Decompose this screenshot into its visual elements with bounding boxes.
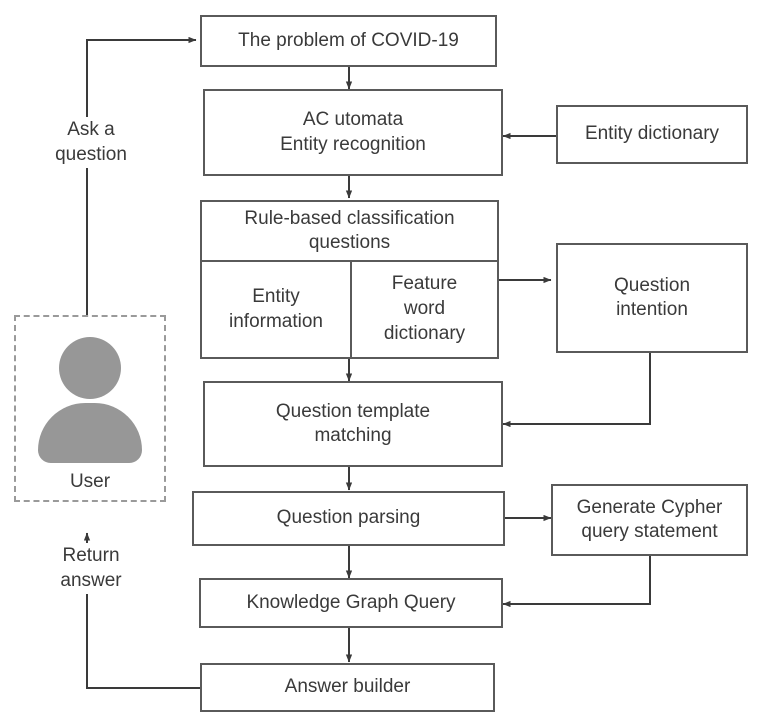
node-question-parsing[interactable]: Question parsing (192, 491, 505, 546)
edge-label-ask-a-question: Ask a question (32, 117, 150, 169)
node-entity-information[interactable]: Entity information (202, 262, 352, 357)
node-entity-information-label: Entity information (229, 285, 323, 332)
user-avatar-body-icon (38, 403, 142, 463)
node-rule-based-classification-label: Rule-based classification questions (244, 207, 455, 253)
node-question-intention[interactable]: Question intention (556, 243, 748, 353)
node-answer-builder[interactable]: Answer builder (200, 663, 495, 712)
node-rule-based-subcells: Entity information Feature word dictiona… (202, 262, 497, 357)
node-entity-dictionary-label: Entity dictionary (584, 123, 720, 145)
node-problem-of-covid19[interactable]: The problem of COVID-19 (200, 15, 497, 67)
node-question-intention-label: Question intention (613, 274, 691, 320)
wire-intention-to-template (502, 353, 651, 428)
node-question-parsing-label: Question parsing (276, 507, 421, 529)
node-question-template-matching[interactable]: Question template matching (203, 381, 503, 467)
user-avatar-icon (59, 337, 121, 399)
node-feature-word-dictionary-label: Feature word dictionary (383, 273, 466, 344)
node-answer-builder-label: Answer builder (284, 676, 411, 698)
node-rule-based-classification-header[interactable]: Rule-based classification questions (202, 202, 497, 262)
node-user[interactable]: User (14, 315, 166, 502)
node-problem-label: The problem of COVID-19 (238, 29, 459, 51)
node-ac-automata-label: AC utomata Entity recognition (280, 109, 426, 155)
node-question-template-matching-label: Question template matching (275, 400, 431, 446)
node-feature-word-dictionary[interactable]: Feature word dictionary (352, 262, 497, 357)
node-user-label: User (69, 471, 111, 492)
wire-user-to-problem (86, 36, 197, 315)
node-knowledge-graph-query-label: Knowledge Graph Query (246, 591, 456, 613)
node-ac-automata-entity-recognition[interactable]: AC utomata Entity recognition (203, 89, 503, 176)
wire-cypher-to-kgquery (502, 556, 651, 608)
node-knowledge-graph-query[interactable]: Knowledge Graph Query (199, 578, 503, 628)
node-generate-cypher-label: Generate Cypher query statement (576, 496, 723, 542)
edge-label-return-answer: Return answer (33, 543, 149, 595)
node-generate-cypher-query-statement[interactable]: Generate Cypher query statement (551, 484, 748, 556)
node-entity-dictionary[interactable]: Entity dictionary (556, 105, 748, 164)
node-rule-based-classification-group[interactable]: Rule-based classification questions Enti… (200, 200, 499, 359)
